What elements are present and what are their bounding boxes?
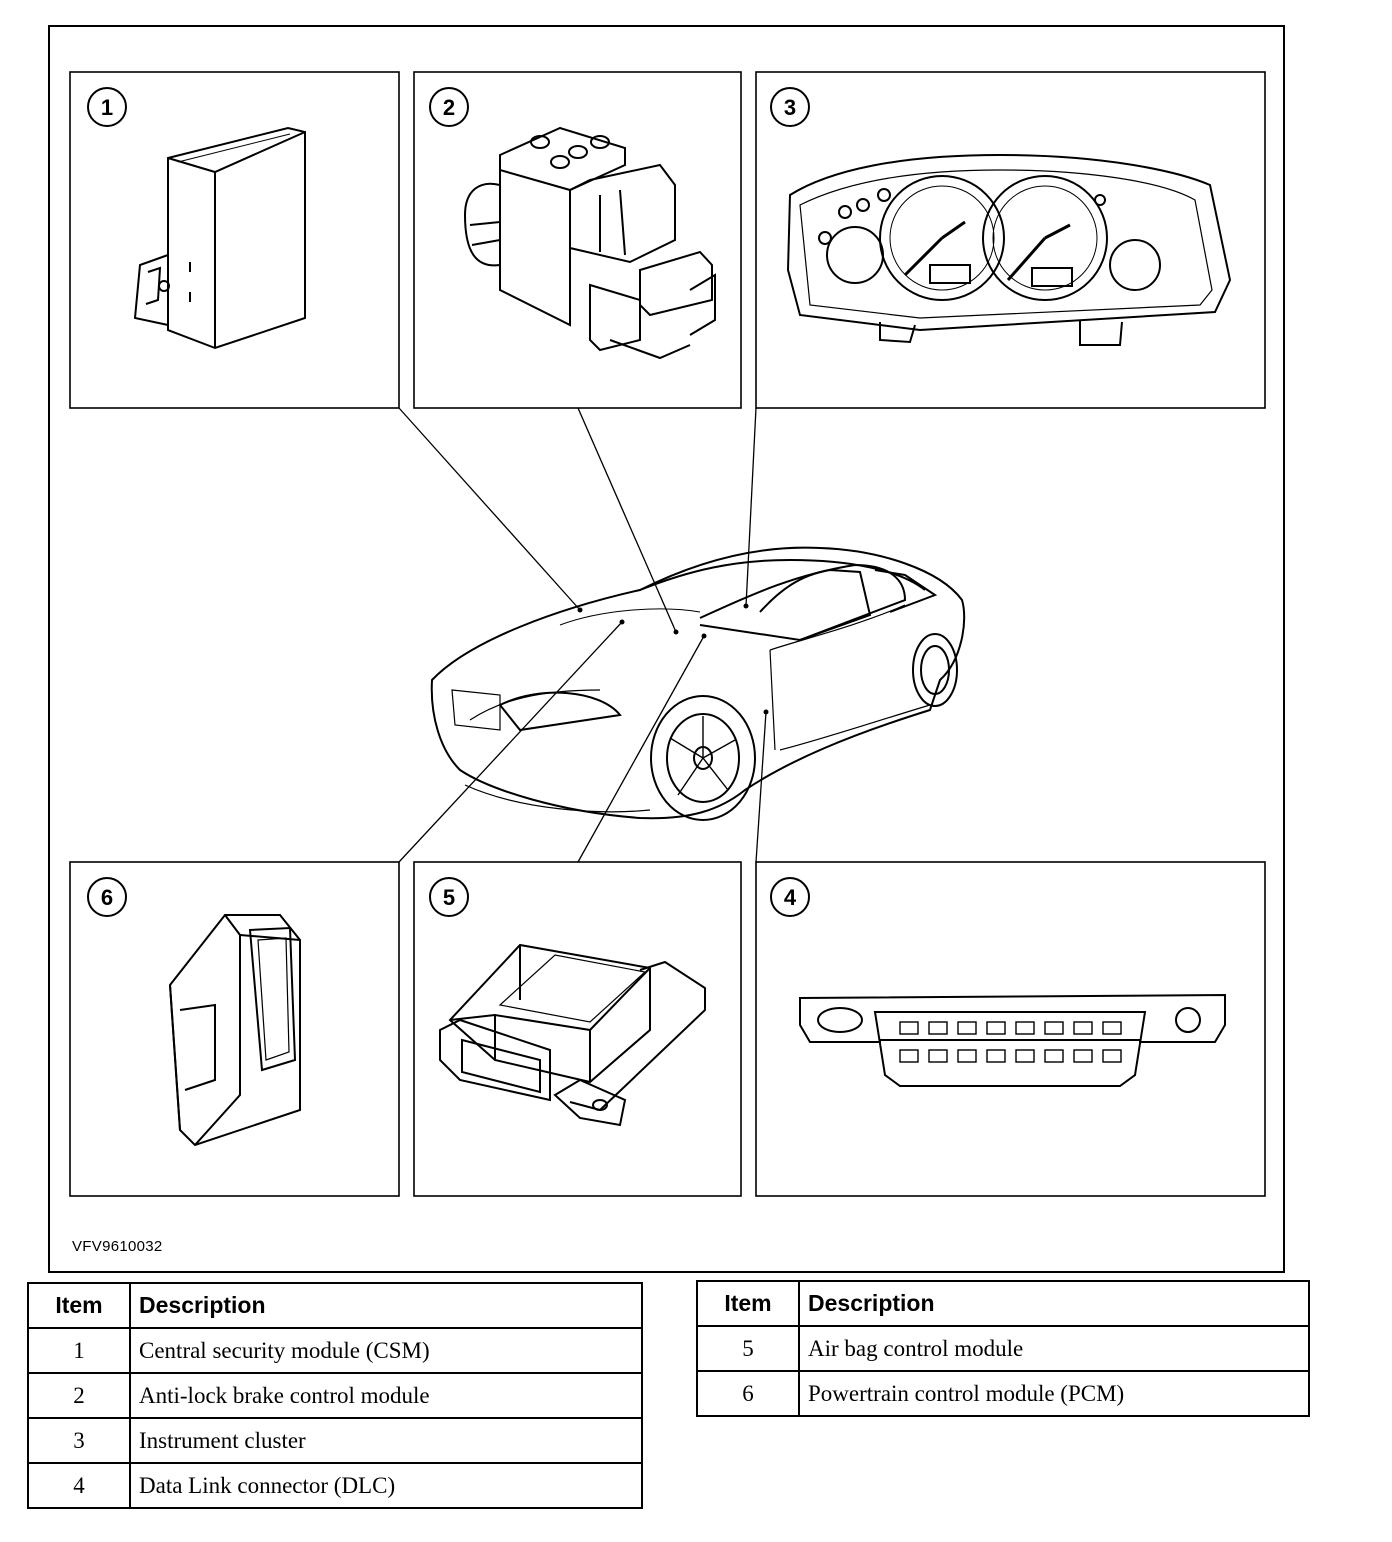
- legend-table-right: Item Description 5 Air bag control modul…: [696, 1280, 1310, 1417]
- column-header-item: Item: [696, 1280, 800, 1327]
- leader-line-6: [398, 621, 623, 863]
- figure-frame: [48, 25, 1285, 1273]
- item-description: Instrument cluster: [129, 1417, 643, 1464]
- callout-circle-5: [429, 877, 469, 917]
- callout-circle-1: [87, 87, 127, 127]
- callout-circle-6: [87, 877, 127, 917]
- leader-line-1: [398, 407, 581, 611]
- table-row: 3 Instrument cluster: [27, 1417, 643, 1464]
- callout-label-6: 6: [101, 885, 113, 910]
- panel-4: [755, 861, 1266, 1197]
- leader-line-5: [577, 635, 705, 863]
- table-row: 4 Data Link connector (DLC): [27, 1462, 643, 1509]
- callout-circle-3: [770, 87, 810, 127]
- item-number: 3: [27, 1417, 131, 1464]
- leader-line-3: [745, 407, 757, 607]
- panel-1: [69, 71, 400, 409]
- leader-line-2: [577, 407, 677, 633]
- column-header-item: Item: [27, 1282, 131, 1329]
- item-number: 1: [27, 1327, 131, 1374]
- callout-circle-2: [429, 87, 469, 127]
- callout-label-3: 3: [784, 95, 796, 120]
- legend-table-left: Item Description 1 Central security modu…: [27, 1282, 643, 1509]
- callout-circle-4: [770, 877, 810, 917]
- central-security-module-illustration: [133, 126, 306, 350]
- item-description: Anti-lock brake control module: [129, 1372, 643, 1419]
- figure-id: VFV9610032: [72, 1238, 163, 1255]
- item-number: 2: [27, 1372, 131, 1419]
- data-link-connector-illustration: [799, 993, 1226, 1087]
- car-illustration: [430, 546, 966, 821]
- instrument-cluster-illustration: [786, 153, 1232, 346]
- table-header-row: Item Description: [696, 1280, 1310, 1327]
- leader-line-4: [755, 711, 767, 863]
- callout-label-4: 4: [784, 885, 797, 910]
- callout-label-2: 2: [443, 95, 455, 120]
- air-bag-control-module-illustration: [439, 943, 706, 1127]
- item-number: 6: [696, 1370, 800, 1417]
- item-description: Air bag control module: [798, 1325, 1310, 1372]
- item-number: 4: [27, 1462, 131, 1509]
- callout-label-5: 5: [443, 885, 455, 910]
- table-row: 6 Powertrain control module (PCM): [696, 1370, 1310, 1417]
- table-row: 1 Central security module (CSM): [27, 1327, 643, 1374]
- item-description: Central security module (CSM): [129, 1327, 643, 1374]
- table-header-row: Item Description: [27, 1282, 643, 1329]
- panel-3: [755, 71, 1266, 409]
- abs-control-module-illustration: [463, 126, 716, 360]
- panel-5: [413, 861, 742, 1197]
- panel-2: [413, 71, 742, 409]
- item-description: Data Link connector (DLC): [129, 1462, 643, 1509]
- panel-6: [69, 861, 400, 1197]
- callout-label-1: 1: [101, 95, 113, 120]
- item-description: Powertrain control module (PCM): [798, 1370, 1310, 1417]
- item-number: 5: [696, 1325, 800, 1372]
- table-row: 2 Anti-lock brake control module: [27, 1372, 643, 1419]
- column-header-description: Description: [129, 1282, 643, 1329]
- column-header-description: Description: [798, 1280, 1310, 1327]
- table-row: 5 Air bag control module: [696, 1325, 1310, 1372]
- powertrain-control-module-illustration: [168, 914, 301, 1147]
